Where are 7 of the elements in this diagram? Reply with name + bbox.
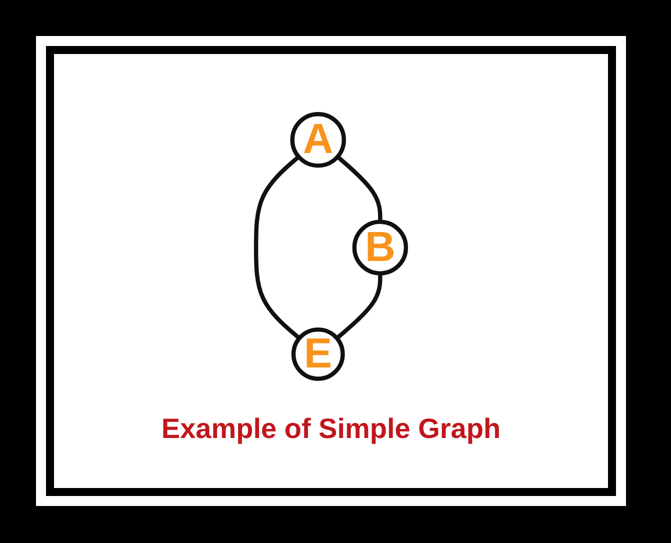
node-circle: A xyxy=(290,112,346,168)
caption: Example of Simple Graph xyxy=(161,413,501,445)
connector xyxy=(336,273,382,340)
connector xyxy=(254,155,301,340)
node-circle: B xyxy=(352,220,408,276)
node-circle: E xyxy=(291,327,345,381)
connector xyxy=(336,155,382,222)
